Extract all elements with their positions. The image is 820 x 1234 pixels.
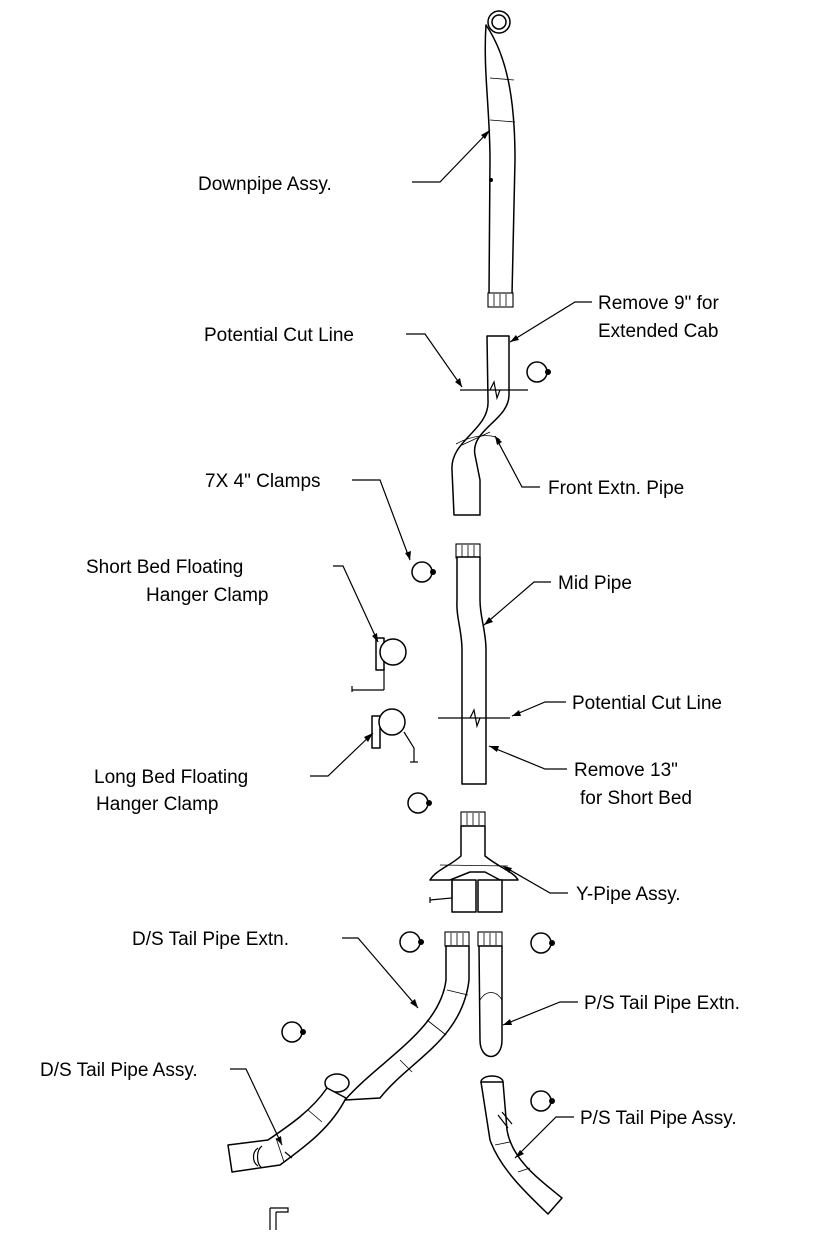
label-short-bed-line1: Short Bed Floating bbox=[86, 557, 243, 578]
ds-tail-pipe-assembly bbox=[227, 1073, 350, 1173]
mid-pipe bbox=[438, 543, 510, 785]
leader-clamps bbox=[352, 479, 411, 561]
clamp-ds-assy bbox=[281, 1021, 303, 1043]
clamp-ps-assy bbox=[530, 1090, 552, 1112]
leader-ds-assy bbox=[230, 1068, 283, 1146]
label-cutline-mid: Potential Cut Line bbox=[572, 693, 722, 714]
long-bed-hanger-clamp bbox=[371, 708, 418, 763]
leader-ps-extn bbox=[502, 1001, 578, 1026]
clamp-front bbox=[526, 361, 548, 383]
label-remove13-line1: Remove 13" bbox=[574, 760, 678, 781]
clamp-upper-left bbox=[411, 561, 433, 583]
leader-front-extn bbox=[494, 435, 540, 488]
label-long-bed-line1: Long Bed Floating bbox=[94, 767, 248, 788]
ps-tail-pipe-assembly bbox=[480, 1075, 563, 1215]
label-ds-extn: D/S Tail Pipe Extn. bbox=[132, 929, 289, 950]
leader-long-bed bbox=[310, 732, 374, 777]
clamp-mid-left bbox=[407, 792, 429, 814]
clamp-ps-extn bbox=[530, 932, 552, 954]
y-pipe-assembly bbox=[429, 811, 519, 913]
leader-y-pipe bbox=[502, 865, 568, 894]
leader-remove9 bbox=[509, 301, 592, 343]
label-ps-assy: P/S Tail Pipe Assy. bbox=[580, 1108, 737, 1129]
label-ds-assy: D/S Tail Pipe Assy. bbox=[40, 1060, 198, 1081]
leader-mid-pipe bbox=[483, 581, 551, 626]
short-bed-hanger-clamp bbox=[351, 637, 407, 692]
label-front-extn: Front Extn. Pipe bbox=[548, 478, 684, 499]
label-downpipe: Downpipe Assy. bbox=[198, 174, 332, 195]
leader-cutline-mid bbox=[511, 701, 566, 717]
leader-cutline-top bbox=[406, 333, 463, 388]
label-mid-pipe: Mid Pipe bbox=[558, 573, 632, 594]
clamp-ds-extn bbox=[399, 931, 421, 953]
leader-ps-assy bbox=[514, 1116, 574, 1159]
leader-short-bed bbox=[333, 565, 379, 643]
label-remove9-line2: Extended Cab bbox=[598, 321, 718, 342]
downpipe-assembly bbox=[484, 10, 516, 308]
label-remove9-line1: Remove 9" for bbox=[598, 293, 719, 314]
leader-ds-extn bbox=[342, 937, 419, 1009]
ps-tail-pipe-extension bbox=[477, 931, 503, 1058]
label-clamps: 7X 4" Clamps bbox=[205, 471, 321, 492]
ds-tail-pipe-extension bbox=[344, 931, 470, 1101]
label-long-bed-line2: Hanger Clamp bbox=[96, 794, 219, 815]
label-cutline-top: Potential Cut Line bbox=[204, 325, 354, 346]
label-remove13-line2: for Short Bed bbox=[580, 788, 692, 809]
leader-downpipe bbox=[412, 129, 491, 183]
label-short-bed-line2: Hanger Clamp bbox=[146, 585, 269, 606]
label-y-pipe: Y-Pipe Assy. bbox=[576, 884, 681, 905]
leader-remove13 bbox=[488, 745, 567, 770]
small-bracket bbox=[269, 1207, 289, 1230]
front-extension-pipe bbox=[451, 335, 528, 516]
label-ps-extn: P/S Tail Pipe Extn. bbox=[584, 993, 740, 1014]
